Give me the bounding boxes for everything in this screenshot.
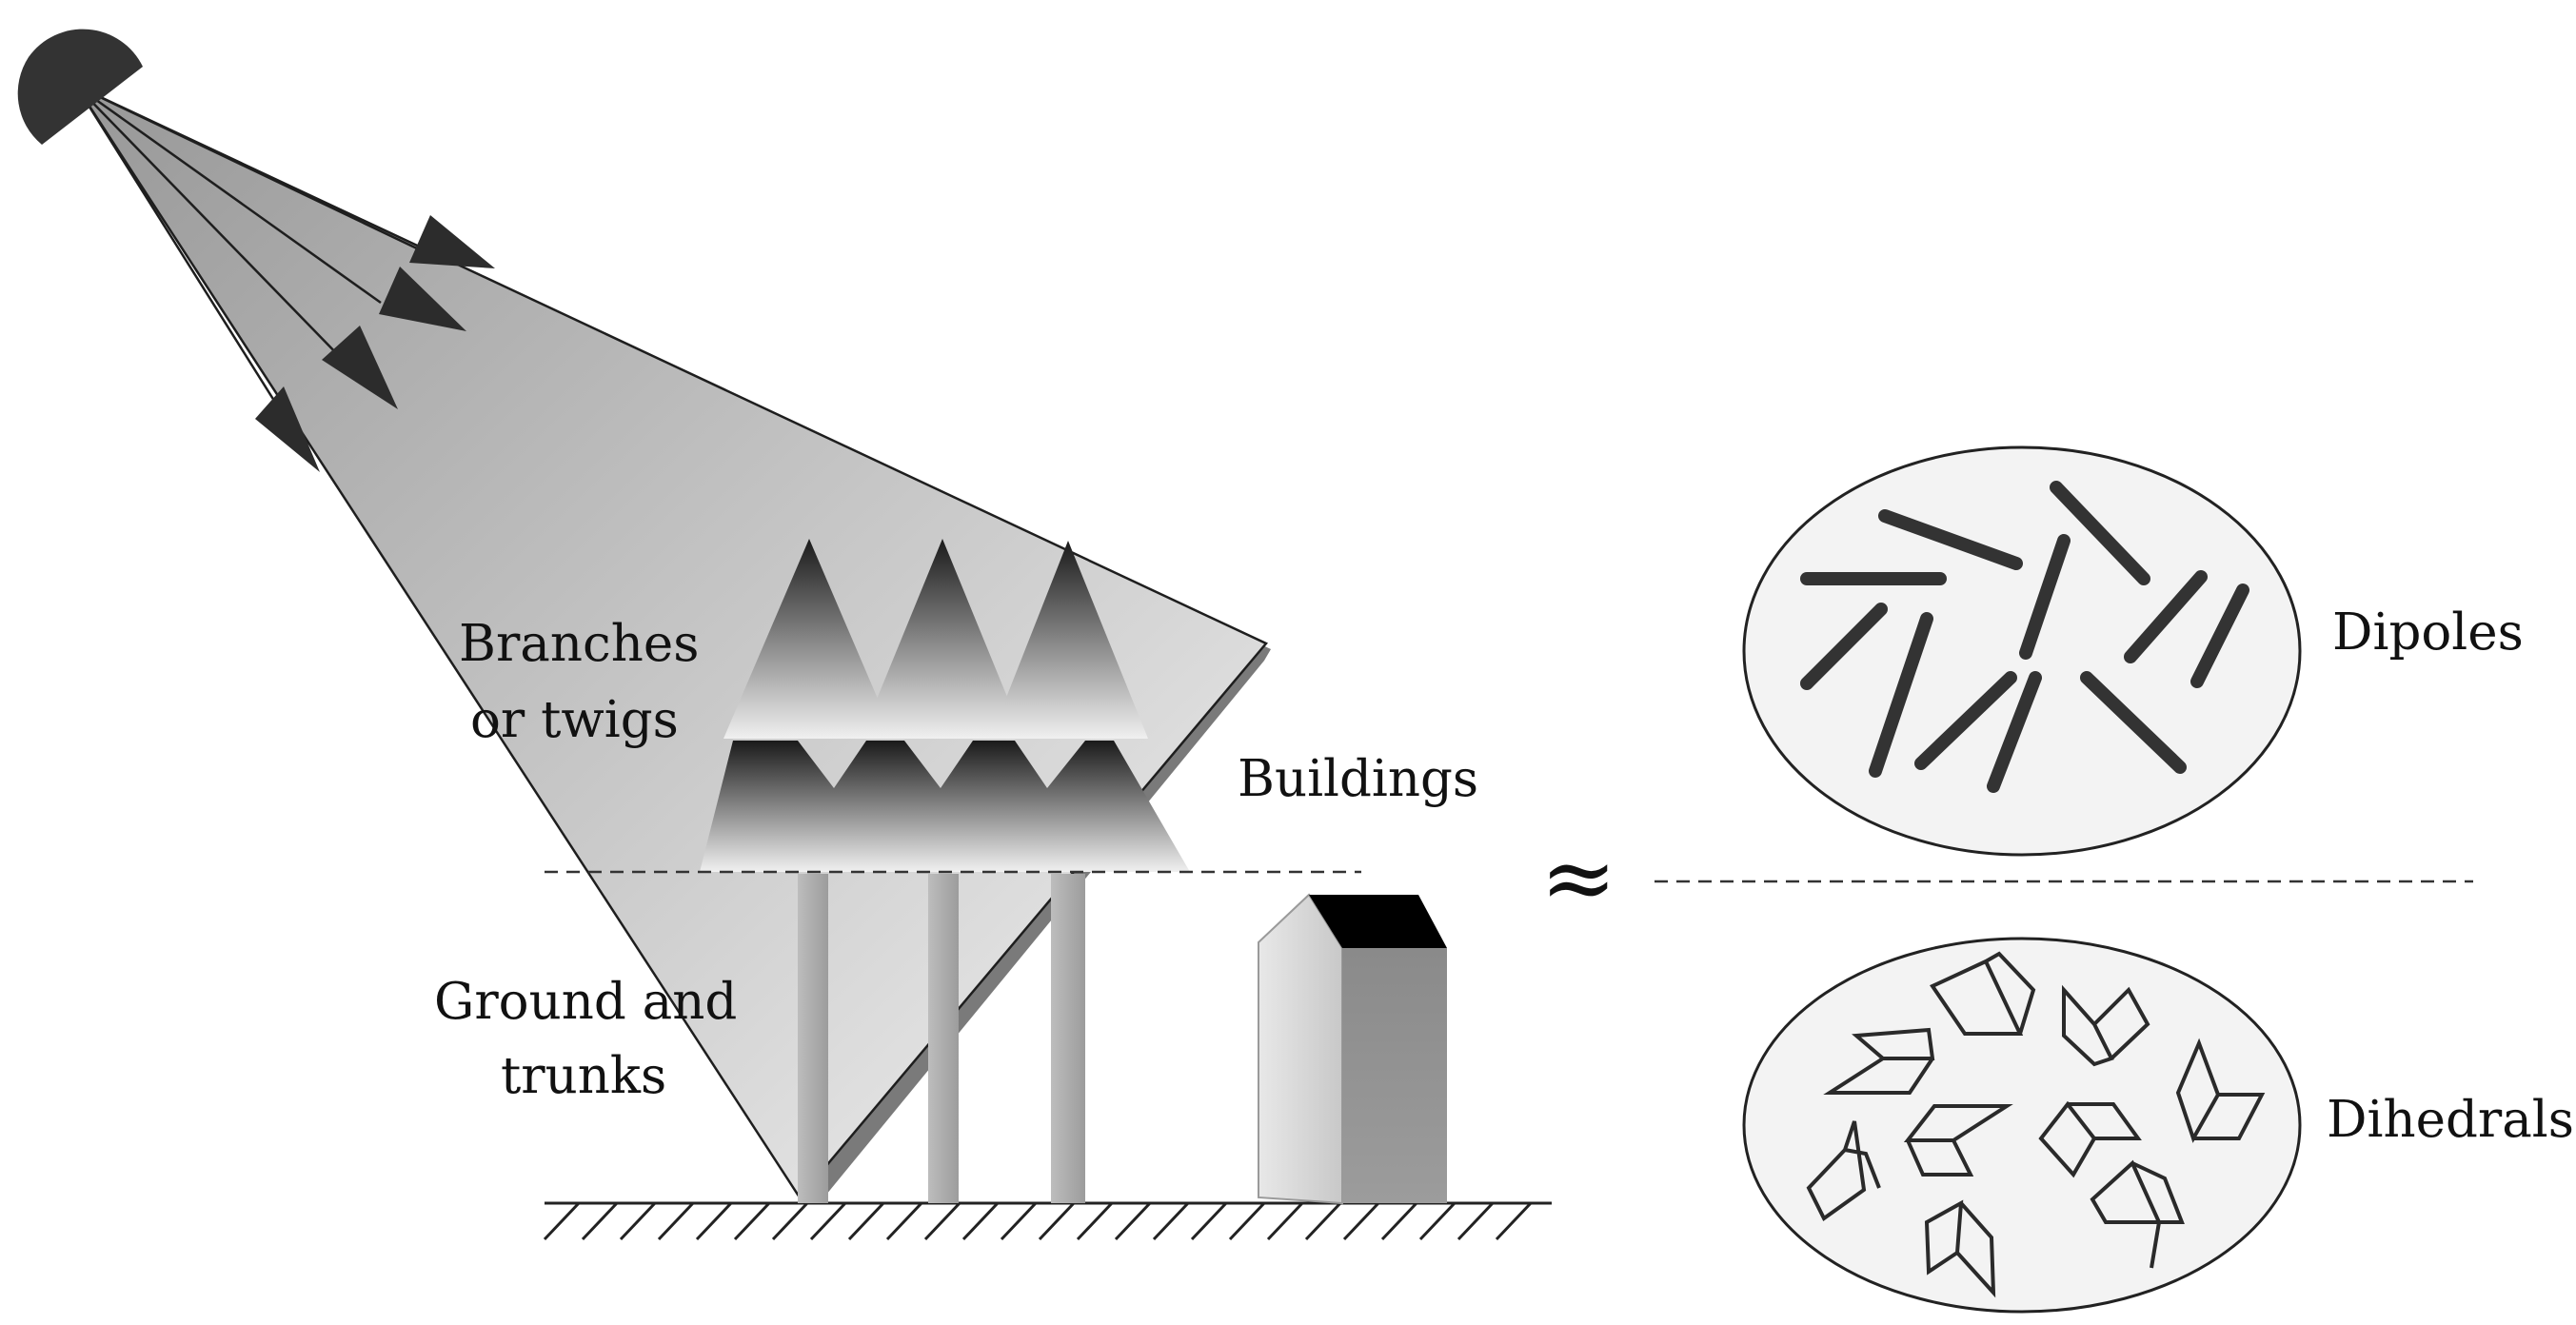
ground-label-line1: Ground and bbox=[434, 973, 737, 1031]
tree-trunks bbox=[798, 874, 1085, 1203]
radar-antenna-icon bbox=[17, 29, 143, 145]
branches-label-line2: or twigs bbox=[470, 691, 679, 749]
dipole-icon bbox=[1800, 481, 2249, 793]
approx-symbol: ≈ bbox=[1540, 824, 1616, 931]
buildings-label: Buildings bbox=[1238, 750, 1478, 808]
dihedral-icon bbox=[1806, 951, 2266, 1298]
incident-arrow-icon bbox=[255, 215, 495, 472]
dihedrals-label: Dihedrals bbox=[2327, 1091, 2574, 1149]
dipoles-ellipse bbox=[1742, 445, 2302, 857]
tree-lower-crowns bbox=[700, 741, 1190, 872]
ground-surface bbox=[543, 1201, 1552, 1241]
ground-label-line2: trunks bbox=[501, 1047, 666, 1105]
tree-crown-icon bbox=[723, 539, 1148, 739]
dipoles-label: Dipoles bbox=[2332, 603, 2524, 662]
branches-label-line1: Branches bbox=[459, 615, 699, 673]
house-icon bbox=[1258, 893, 1447, 1205]
dihedrals-ellipse bbox=[1742, 937, 2302, 1314]
